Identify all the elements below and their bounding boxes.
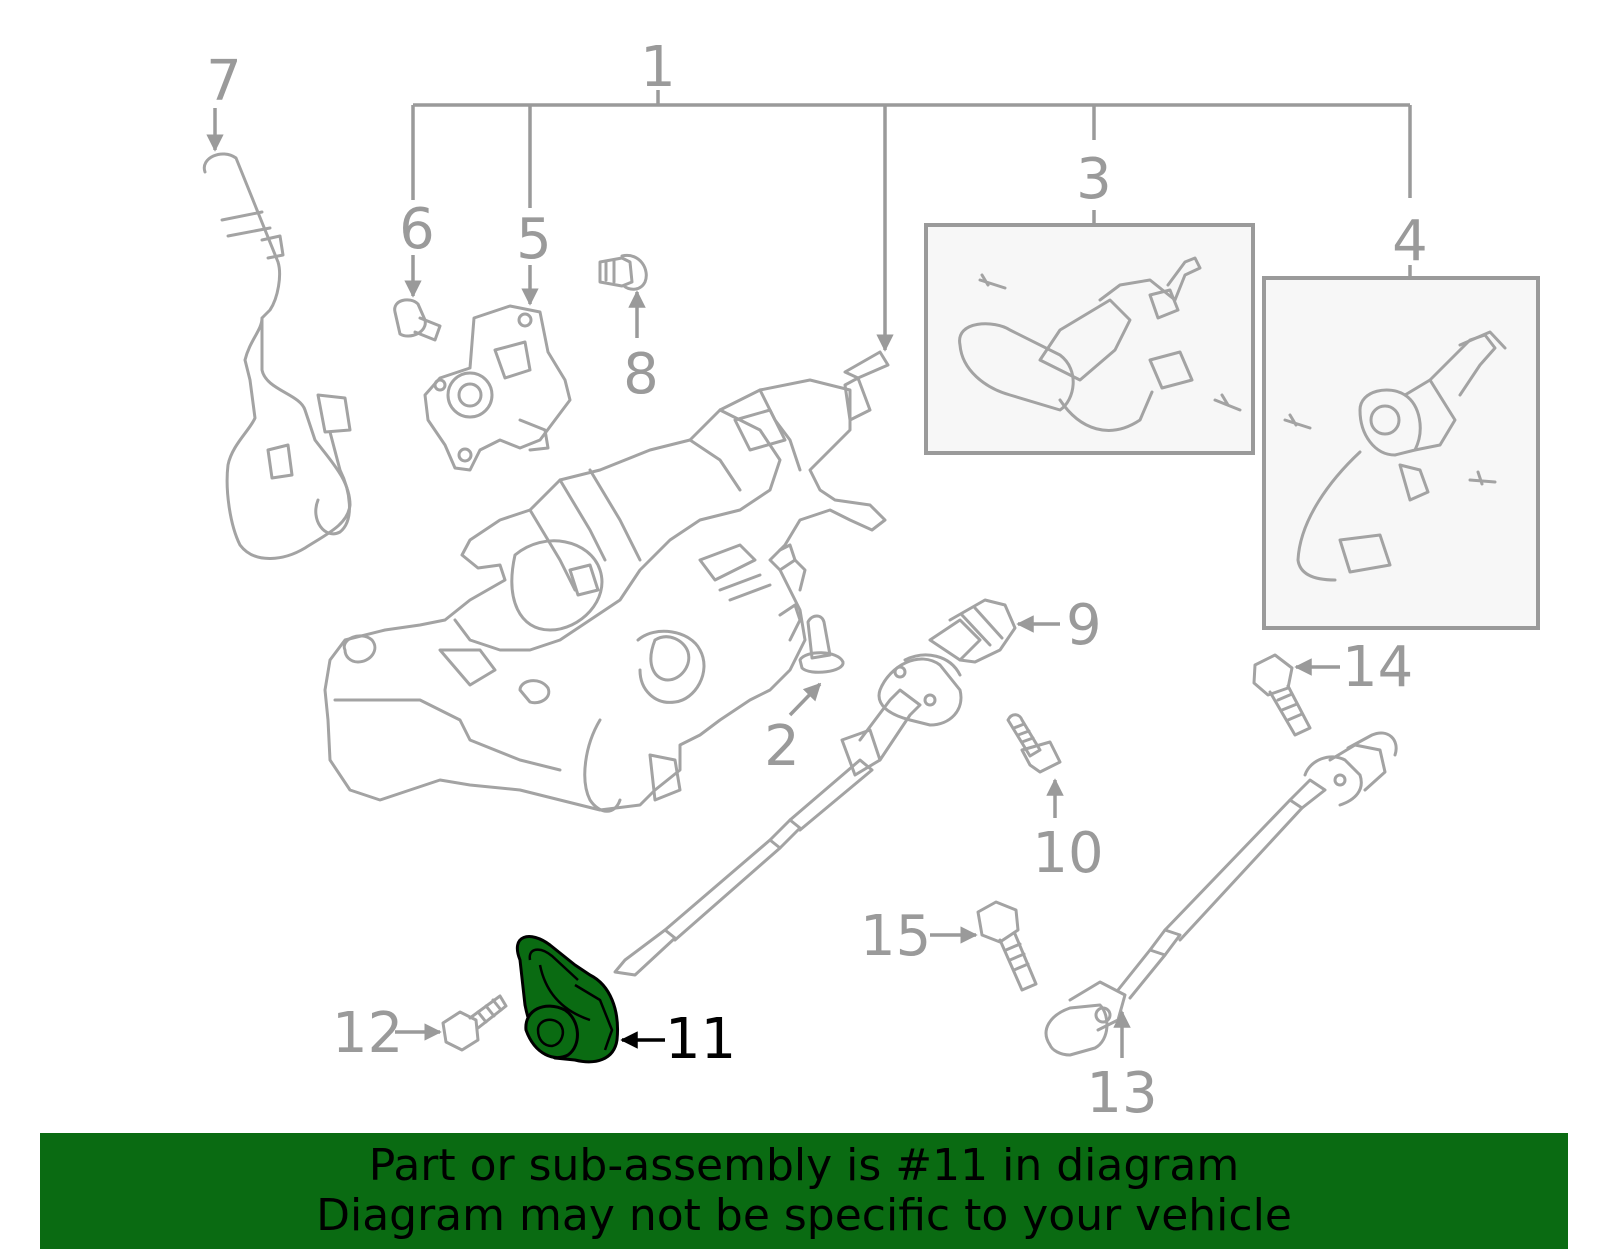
info-banner: Part or sub-assembly is #11 in diagram D…: [40, 1133, 1568, 1249]
banner-line-part: Part or sub-assembly is #11 in diagram: [368, 1140, 1240, 1191]
part-5-housing[interactable]: [423, 304, 572, 472]
callout-label-4: 4: [1392, 209, 1428, 274]
inset-3-box: [924, 223, 1255, 455]
callout-label-10: 10: [1032, 821, 1103, 886]
callout-2-leader: [788, 682, 822, 717]
callout-label-14: 14: [1342, 635, 1413, 700]
part-12-bolt[interactable]: [441, 994, 508, 1052]
part-14-bolt[interactable]: [1252, 653, 1312, 737]
part-3-tilt-motor[interactable]: [958, 256, 1242, 432]
callout-label-15: 15: [860, 904, 931, 969]
part-2-bolt[interactable]: [798, 614, 845, 674]
part-13-lower-shaft[interactable]: [1044, 731, 1398, 1057]
callout-label-5: 5: [516, 207, 552, 272]
part-8-bolt[interactable]: [598, 253, 648, 291]
callout-label-12: 12: [332, 1001, 403, 1066]
steering-column-parts-diagram: 1 2 3 4 5 6 7 8 9 10 11 12 13 14 15: [202, 35, 1540, 1126]
banner-line-disclaimer: Diagram may not be specific to your vehi…: [316, 1190, 1292, 1241]
part-9-intermediate-shaft[interactable]: [613, 598, 1017, 977]
part-1-steering-column[interactable]: [323, 350, 890, 813]
part-7-switch[interactable]: [202, 152, 352, 560]
part-10-bolt[interactable]: [1006, 713, 1062, 774]
callout-label-13: 13: [1086, 1061, 1157, 1126]
part-11-column-boot[interactable]: [515, 935, 620, 1064]
callout-1-bracket: [411, 90, 1412, 352]
callout-label-11: 11: [665, 1007, 736, 1072]
callout-label-8: 8: [623, 342, 659, 407]
callout-label-2: 2: [764, 714, 800, 779]
part-4-lock-assembly[interactable]: [1283, 330, 1507, 582]
callout-label-9: 9: [1066, 593, 1102, 658]
callout-label-7: 7: [206, 49, 242, 114]
part-6-screw[interactable]: [393, 298, 442, 342]
callout-label-6: 6: [399, 197, 435, 262]
callout-label-1: 1: [640, 35, 676, 100]
callout-label-3: 3: [1076, 147, 1112, 212]
part-15-bolt[interactable]: [976, 900, 1038, 992]
